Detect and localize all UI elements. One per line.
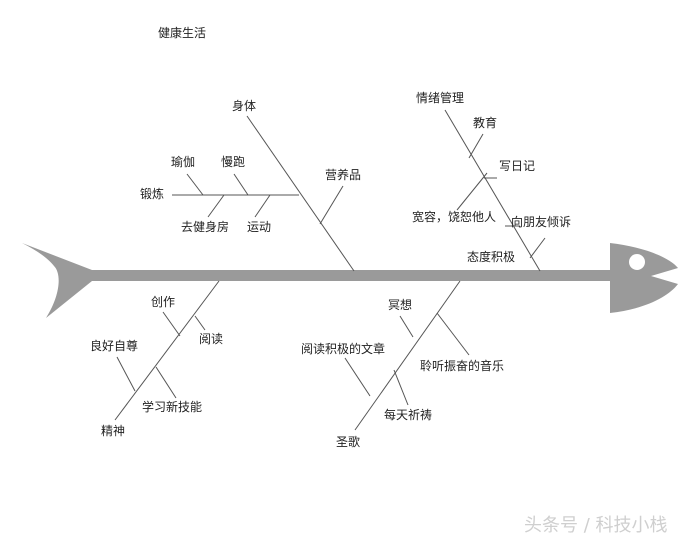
fish-head <box>610 243 678 313</box>
label-emotion: 情绪管理 <box>416 91 465 105</box>
bone-positive <box>529 237 546 259</box>
bone-positive-articles <box>344 357 371 397</box>
label-forgive: 宽容，饶恕他人 <box>412 210 497 224</box>
label-positive: 态度积极 <box>467 250 516 264</box>
label-yoga: 瑜伽 <box>171 155 196 169</box>
label-body: 身体 <box>232 99 257 113</box>
label-self-respect: 良好自尊 <box>90 339 139 353</box>
label-education: 教育 <box>473 116 498 130</box>
bone-forgive <box>456 172 488 211</box>
label-hymn: 圣歌 <box>336 435 361 449</box>
label-supplements: 营养品 <box>325 168 362 182</box>
label-create: 创作 <box>151 295 176 309</box>
label-gym: 去健身房 <box>181 220 230 234</box>
fish-eye <box>629 254 645 270</box>
label-spirit: 精神 <box>101 424 126 438</box>
label-new-skills: 学习新技能 <box>142 400 203 414</box>
bone-spirit <box>114 280 220 421</box>
label-jogging: 慢跑 <box>221 155 246 169</box>
bone-new-skills <box>155 366 177 399</box>
bone-meditate <box>399 315 414 338</box>
label-sport: 运动 <box>247 220 272 234</box>
bone-hymn <box>354 280 461 431</box>
label-uplifting-music: 聆听振奋的音乐 <box>420 359 505 373</box>
bone-read <box>194 315 206 331</box>
label-meditate: 冥想 <box>388 298 413 312</box>
fish-tail <box>22 243 92 318</box>
bone-gym <box>207 194 225 218</box>
bone-uplifting-music <box>436 312 470 356</box>
bone-sport <box>254 194 271 218</box>
label-confide: 向朋友倾诉 <box>511 215 572 229</box>
label-diary: 写日记 <box>499 159 536 173</box>
bone-education <box>468 133 484 159</box>
watermark: 头条号 / 科技小栈 <box>524 515 668 536</box>
bone-emotion <box>444 109 541 272</box>
bone-create <box>162 311 181 337</box>
bone-yoga <box>186 173 204 196</box>
bone-supplements <box>319 185 344 225</box>
fish-spine <box>86 270 618 281</box>
diagram-title: 健康生活 <box>158 26 207 40</box>
bone-self-respect <box>116 356 136 392</box>
label-read: 阅读 <box>199 332 224 346</box>
label-pray: 每天祈祷 <box>384 408 433 422</box>
label-positive-articles: 阅读积极的文章 <box>301 342 386 356</box>
bone-body <box>246 115 355 272</box>
bone-jogging <box>233 173 249 196</box>
bone-pray <box>393 369 409 406</box>
label-exercise: 锻炼 <box>140 187 165 201</box>
